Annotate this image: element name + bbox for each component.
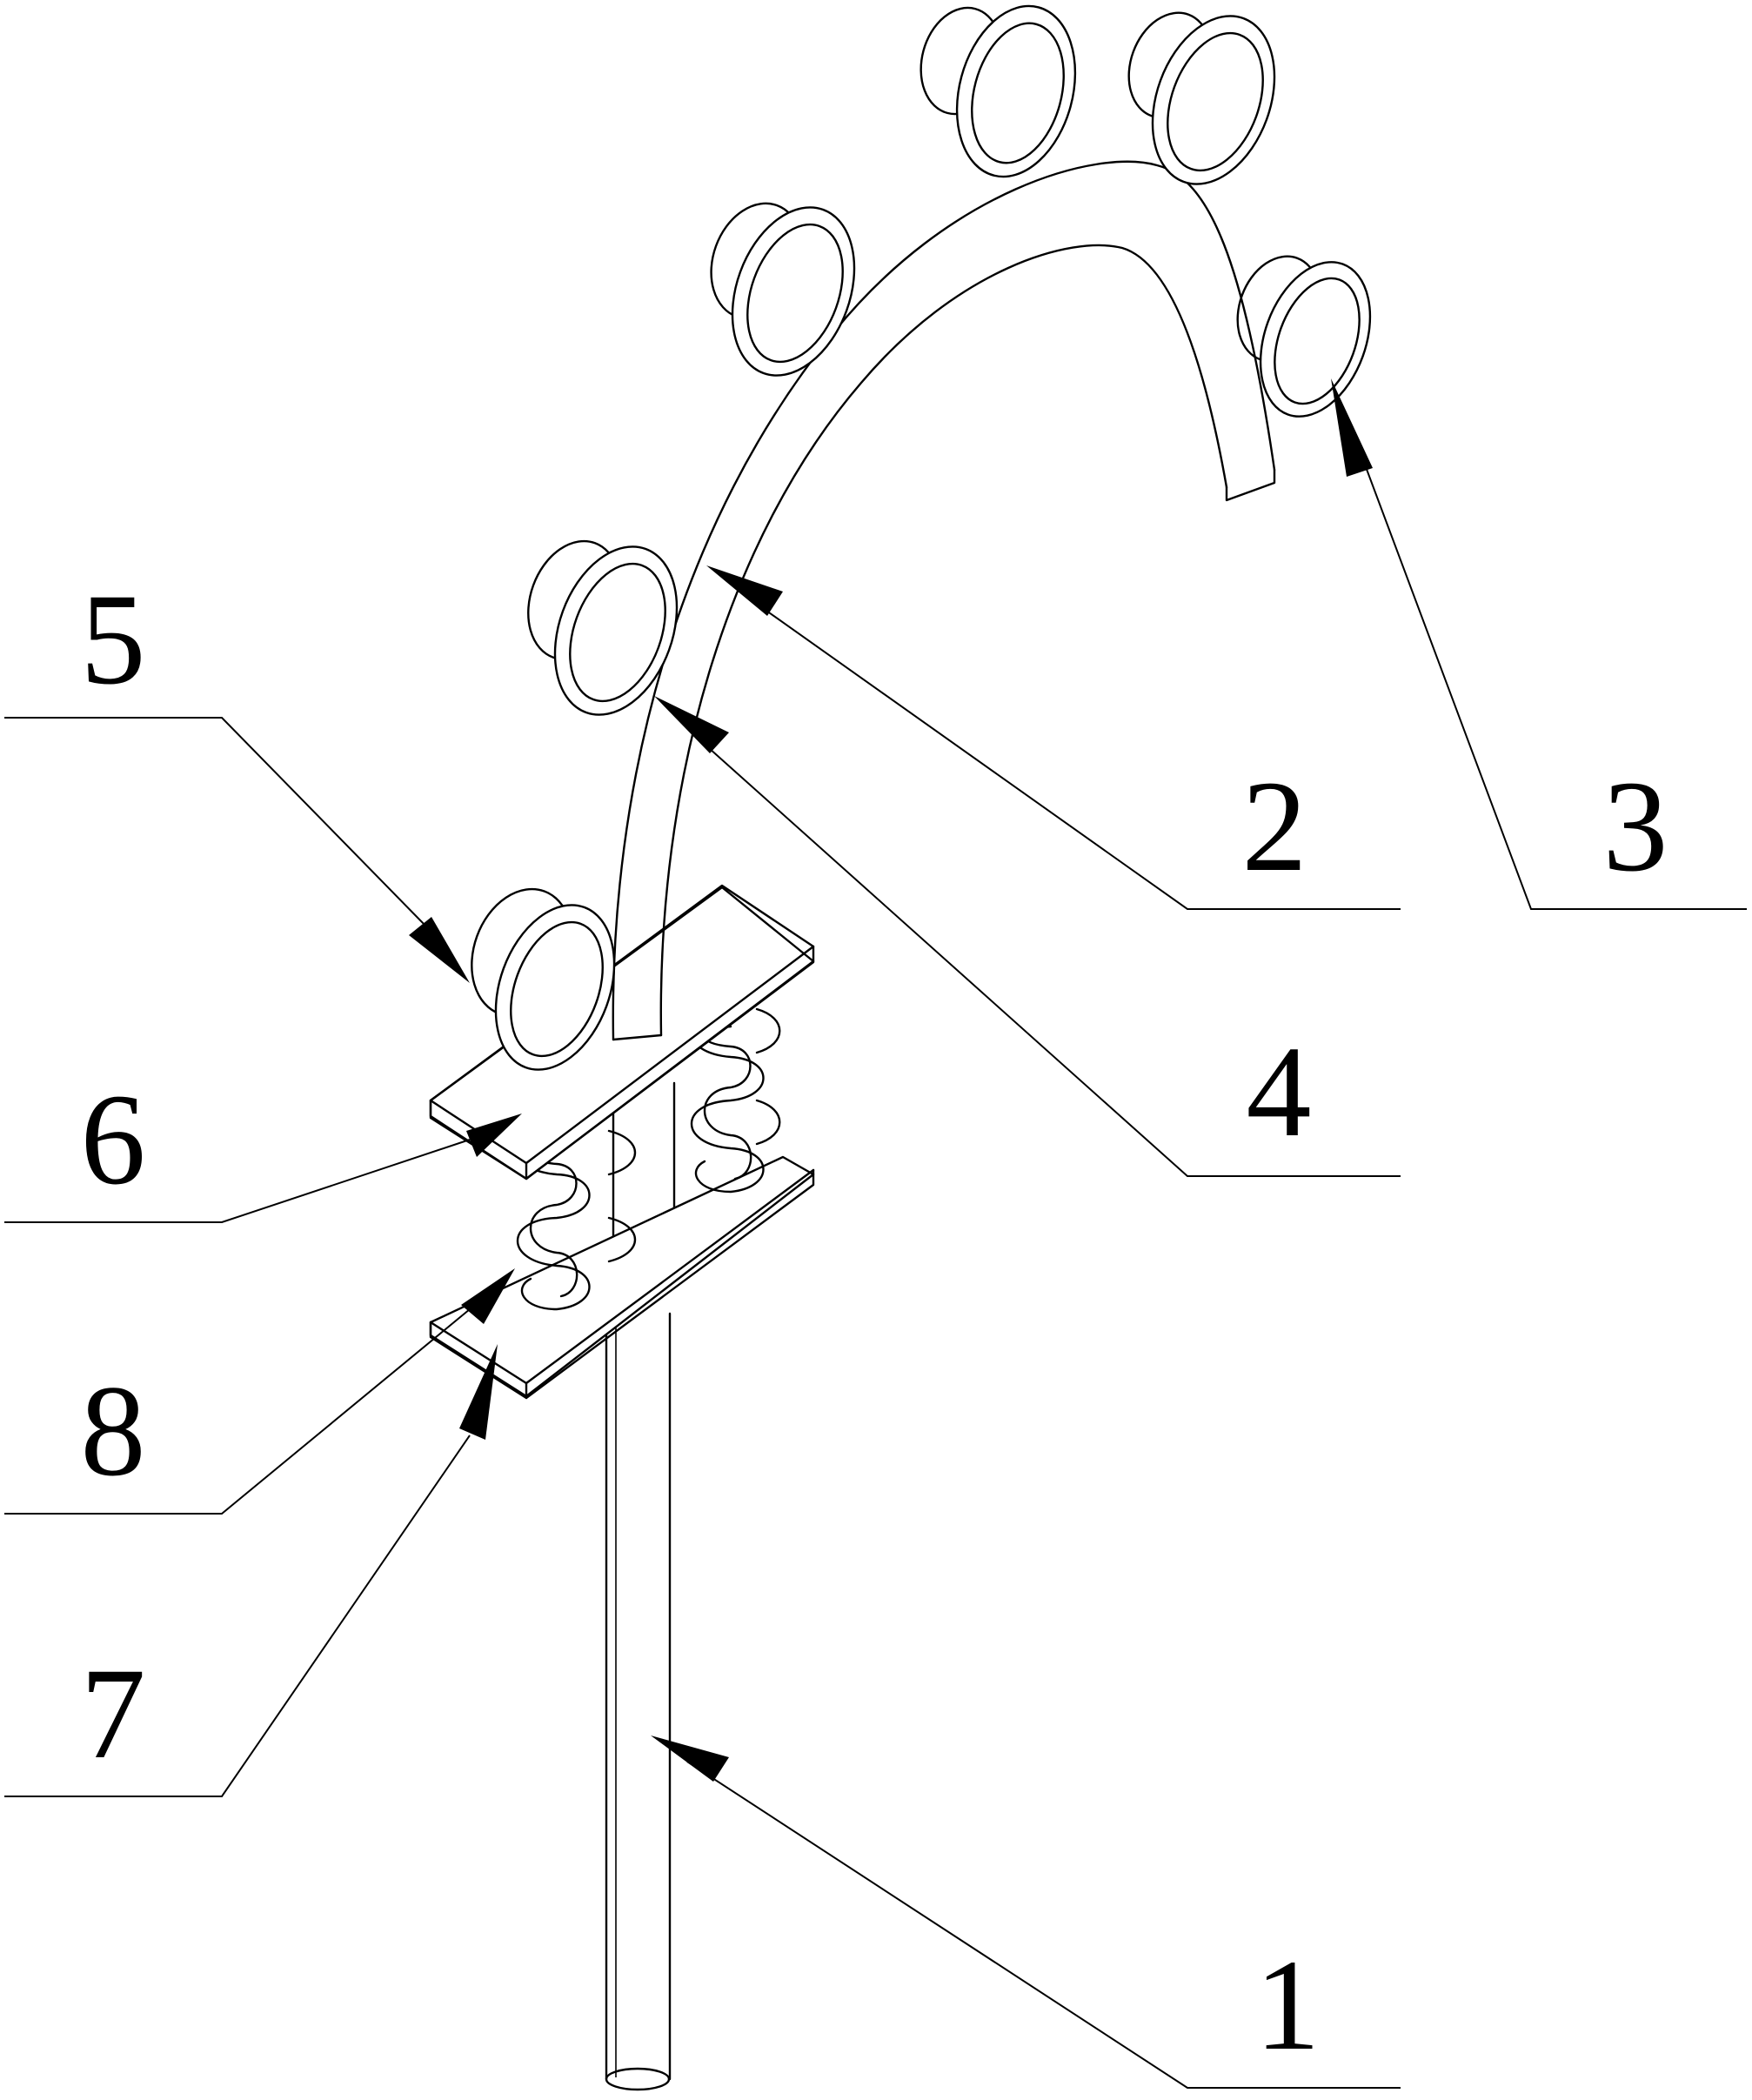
roller-top-right (1127, 11, 1276, 185)
spring-right (691, 1007, 781, 1194)
rollers (471, 4, 1372, 1071)
leader-1 (651, 1736, 1401, 2089)
label-1: 1 (1255, 1933, 1321, 2077)
leader-2 (706, 565, 1401, 910)
leader-4 (654, 696, 1401, 1177)
label-5: 5 (81, 567, 146, 712)
reference-numerals: 5 6 8 7 2 3 4 1 (81, 567, 1668, 2077)
roller-upper-left (710, 202, 856, 377)
arc-bracket (612, 160, 1276, 1041)
vertical-post (605, 1081, 676, 2091)
label-2: 2 (1242, 754, 1307, 899)
lower-plate (429, 1155, 815, 1400)
roller-5 (471, 887, 616, 1071)
leader-8 (4, 1268, 515, 1515)
roller-4 (527, 539, 679, 716)
leader-6 (4, 1114, 522, 1223)
label-7: 7 (81, 1642, 146, 1786)
label-6: 6 (81, 1067, 146, 1212)
leaders (4, 378, 1747, 2089)
leader-7 (4, 1344, 498, 1797)
upper-plate (429, 884, 815, 1180)
roller-top-left (919, 4, 1077, 178)
label-3: 3 (1603, 754, 1668, 899)
roller-3 (1236, 255, 1372, 418)
label-8: 8 (81, 1359, 146, 1503)
leader-3 (1331, 378, 1747, 910)
leader-5 (4, 717, 470, 983)
label-4: 4 (1247, 1020, 1312, 1164)
